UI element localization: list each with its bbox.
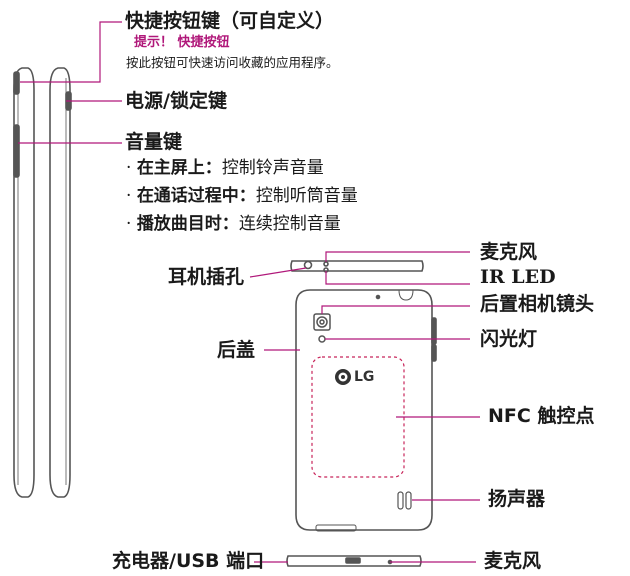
volume-bullet-1: · 在主屏上：控制铃声音量 bbox=[126, 160, 324, 177]
volume-bullet-3: · 播放曲目时：连续控制音量 bbox=[126, 216, 341, 233]
bullet-text: 控制铃声音量 bbox=[221, 158, 324, 178]
speaker-icon bbox=[397, 491, 412, 510]
phone-side-view-right bbox=[49, 67, 72, 498]
back-cover-label: 后盖 bbox=[217, 339, 256, 361]
bullet-text: 控制听筒音量 bbox=[255, 186, 358, 206]
lg-logo-text: LG bbox=[354, 369, 375, 385]
phone-bottom-view bbox=[286, 555, 422, 567]
bullet-dot: · bbox=[126, 186, 137, 206]
nfc-area bbox=[311, 356, 405, 478]
nfc-label: NFC 触控点 bbox=[488, 405, 595, 427]
bullet-bold: 在通话过程中： bbox=[136, 186, 256, 206]
charger-usb-label: 充电器/USB 端口 bbox=[112, 550, 265, 572]
quick-button-label: 快捷按钮键（可自定义） bbox=[125, 10, 335, 32]
power-lock-label: 电源/锁定键 bbox=[125, 90, 227, 112]
microphone-top-label: 麦克风 bbox=[480, 241, 538, 263]
volume-label: 音量键 bbox=[125, 131, 183, 153]
tip-title: 提示！ 快捷按钮 bbox=[134, 35, 230, 50]
microphone-bottom-label: 麦克风 bbox=[484, 550, 542, 572]
speaker-label: 扬声器 bbox=[488, 488, 546, 510]
camera-lens-icon bbox=[313, 313, 331, 331]
bullet-bold: 在主屏上： bbox=[136, 158, 222, 178]
volume-bullet-2: · 在通话过程中：控制听筒音量 bbox=[126, 188, 358, 205]
flash-icon bbox=[318, 335, 326, 343]
tip-text: 按此按钮可快速访问收藏的应用程序。 bbox=[126, 55, 339, 70]
bullet-dot: · bbox=[126, 214, 137, 234]
side-callout-lines bbox=[18, 21, 122, 144]
phone-side-view-left bbox=[13, 67, 35, 498]
bullet-text: 连续控制音量 bbox=[238, 214, 341, 234]
bullet-bold: 播放曲目时： bbox=[136, 214, 239, 234]
bullet-dot: · bbox=[126, 158, 137, 178]
phone-back-view bbox=[295, 289, 437, 532]
back-callout-lines bbox=[249, 251, 480, 563]
earphone-jack-label: 耳机插孔 bbox=[168, 266, 245, 288]
phone-top-view bbox=[290, 260, 424, 273]
flash-label: 闪光灯 bbox=[480, 328, 538, 350]
ir-led-label: IR LED bbox=[480, 266, 556, 288]
rear-camera-label: 后置相机镜头 bbox=[480, 293, 595, 315]
lg-logo bbox=[335, 369, 351, 385]
